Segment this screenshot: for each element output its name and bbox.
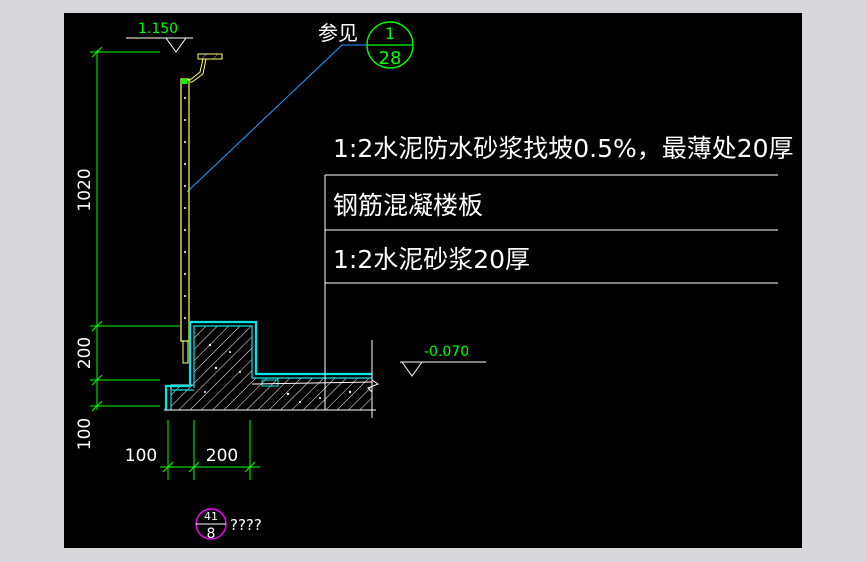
- callout-cement-mortar: 1:2水泥砂浆20厚: [333, 245, 530, 274]
- dim-200-horizontal: 200: [206, 446, 238, 466]
- level-top-text: 1.150: [138, 21, 178, 37]
- callout-waterproof-mortar: 1:2水泥防水砂浆找坡0.5%，最薄处20厚: [333, 134, 794, 163]
- level-marker-top: 1.150: [126, 21, 193, 53]
- horizontal-dimension-chain: [160, 420, 260, 480]
- drawing-background: [64, 13, 802, 548]
- concrete-section: [164, 320, 380, 418]
- dim-200-vertical: 200: [75, 337, 95, 369]
- railing-dots: [184, 97, 186, 319]
- railing: [180, 53, 223, 364]
- reference-prefix: 参见: [318, 21, 358, 45]
- level-bottom-text: -0.070: [424, 344, 469, 360]
- reference-bottom-number: 28: [379, 48, 402, 69]
- detail-note: ????: [230, 516, 262, 534]
- dim-1020: 1020: [75, 168, 95, 211]
- detail-bubble: 41 8 ????: [195, 508, 262, 542]
- reference-bubble: 参见 1 28: [318, 21, 414, 69]
- callout-concrete-slab: 钢筋混凝楼板: [333, 191, 483, 220]
- level-marker-bottom: -0.070: [400, 344, 486, 377]
- detail-top-number: 41: [204, 510, 218, 523]
- callout-lines: [324, 174, 778, 410]
- dim-100-horizontal: 100: [125, 446, 157, 466]
- detail-bottom-number: 8: [207, 526, 216, 542]
- reference-top-number: 1: [385, 24, 395, 43]
- vertical-dimension-chain: [90, 46, 180, 412]
- reference-leader-line: [186, 44, 343, 193]
- dim-100-vertical: 100: [75, 418, 95, 450]
